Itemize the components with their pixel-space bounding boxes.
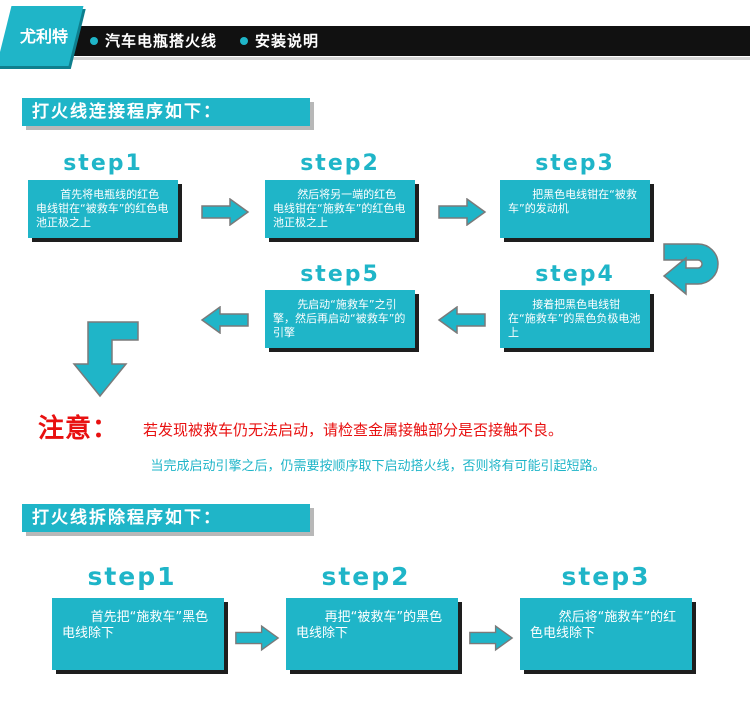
- connect-step3-box: 把黑色电线钳在“被救车”的发动机: [500, 180, 650, 238]
- arrow-right-icon: [468, 624, 514, 652]
- brand-logo: 尤利特: [19, 27, 68, 46]
- bullet-dot-icon: [90, 37, 98, 45]
- arrow-right-icon: [437, 198, 487, 226]
- header-title: 汽车电瓶搭火线: [105, 32, 218, 50]
- bent-down-arrow-icon: [70, 318, 140, 398]
- bullet-dot-icon: [240, 37, 248, 45]
- remove-step2-box: 再把“被救车”的黑色电线除下: [286, 598, 458, 670]
- remove-step3-box: 然后将“施救车”的红色电线除下: [520, 598, 692, 670]
- connect-step2-label: step2: [300, 151, 380, 176]
- arrow-right-icon: [234, 624, 280, 652]
- connect-step3-label: step3: [535, 151, 615, 176]
- arrow-right-icon: [200, 198, 250, 226]
- connect-step2-box: 然后将另一端的红色电线钳在“施救车”的红色电池正极之上: [265, 180, 415, 238]
- connect-section-heading: 打火线连接程序如下：: [22, 98, 310, 126]
- note-text: 若发现被救车仍无法启动，请检查金属接触部分是否接触不良。: [143, 421, 564, 439]
- remove-step3-label: step3: [561, 562, 651, 591]
- connect-step5-label: step5: [300, 262, 380, 287]
- sub-note: 当完成启动引擎之后，仍需要按顺序取下启动搭火线，否则将有可能引起短路。: [150, 459, 606, 474]
- remove-step1-label: step1: [87, 562, 177, 591]
- arrow-left-icon: [200, 306, 250, 334]
- note-title: 注意：: [38, 414, 120, 444]
- connect-step1-box: 首先将电瓶线的红色电线钳在“被救车”的红色电池正极之上: [28, 180, 178, 238]
- header-subtitle: 安装说明: [255, 32, 320, 50]
- arrow-left-icon: [437, 306, 487, 334]
- connect-step1-label: step1: [63, 151, 143, 176]
- connect-step4-label: step4: [535, 262, 615, 287]
- remove-section-heading: 打火线拆除程序如下：: [22, 504, 310, 532]
- connect-step4-box: 接着把黑色电线钳在“施救车”的黑色负极电池上: [500, 290, 650, 348]
- remove-step1-box: 首先把“施救车”黑色电线除下: [52, 598, 224, 670]
- u-turn-arrow-icon: [660, 238, 722, 302]
- remove-step2-label: step2: [321, 562, 411, 591]
- connect-step5-box: 先启动“施救车”之引擎，然后再启动“被救车”的引擎: [265, 290, 415, 348]
- header-bar: [66, 26, 750, 60]
